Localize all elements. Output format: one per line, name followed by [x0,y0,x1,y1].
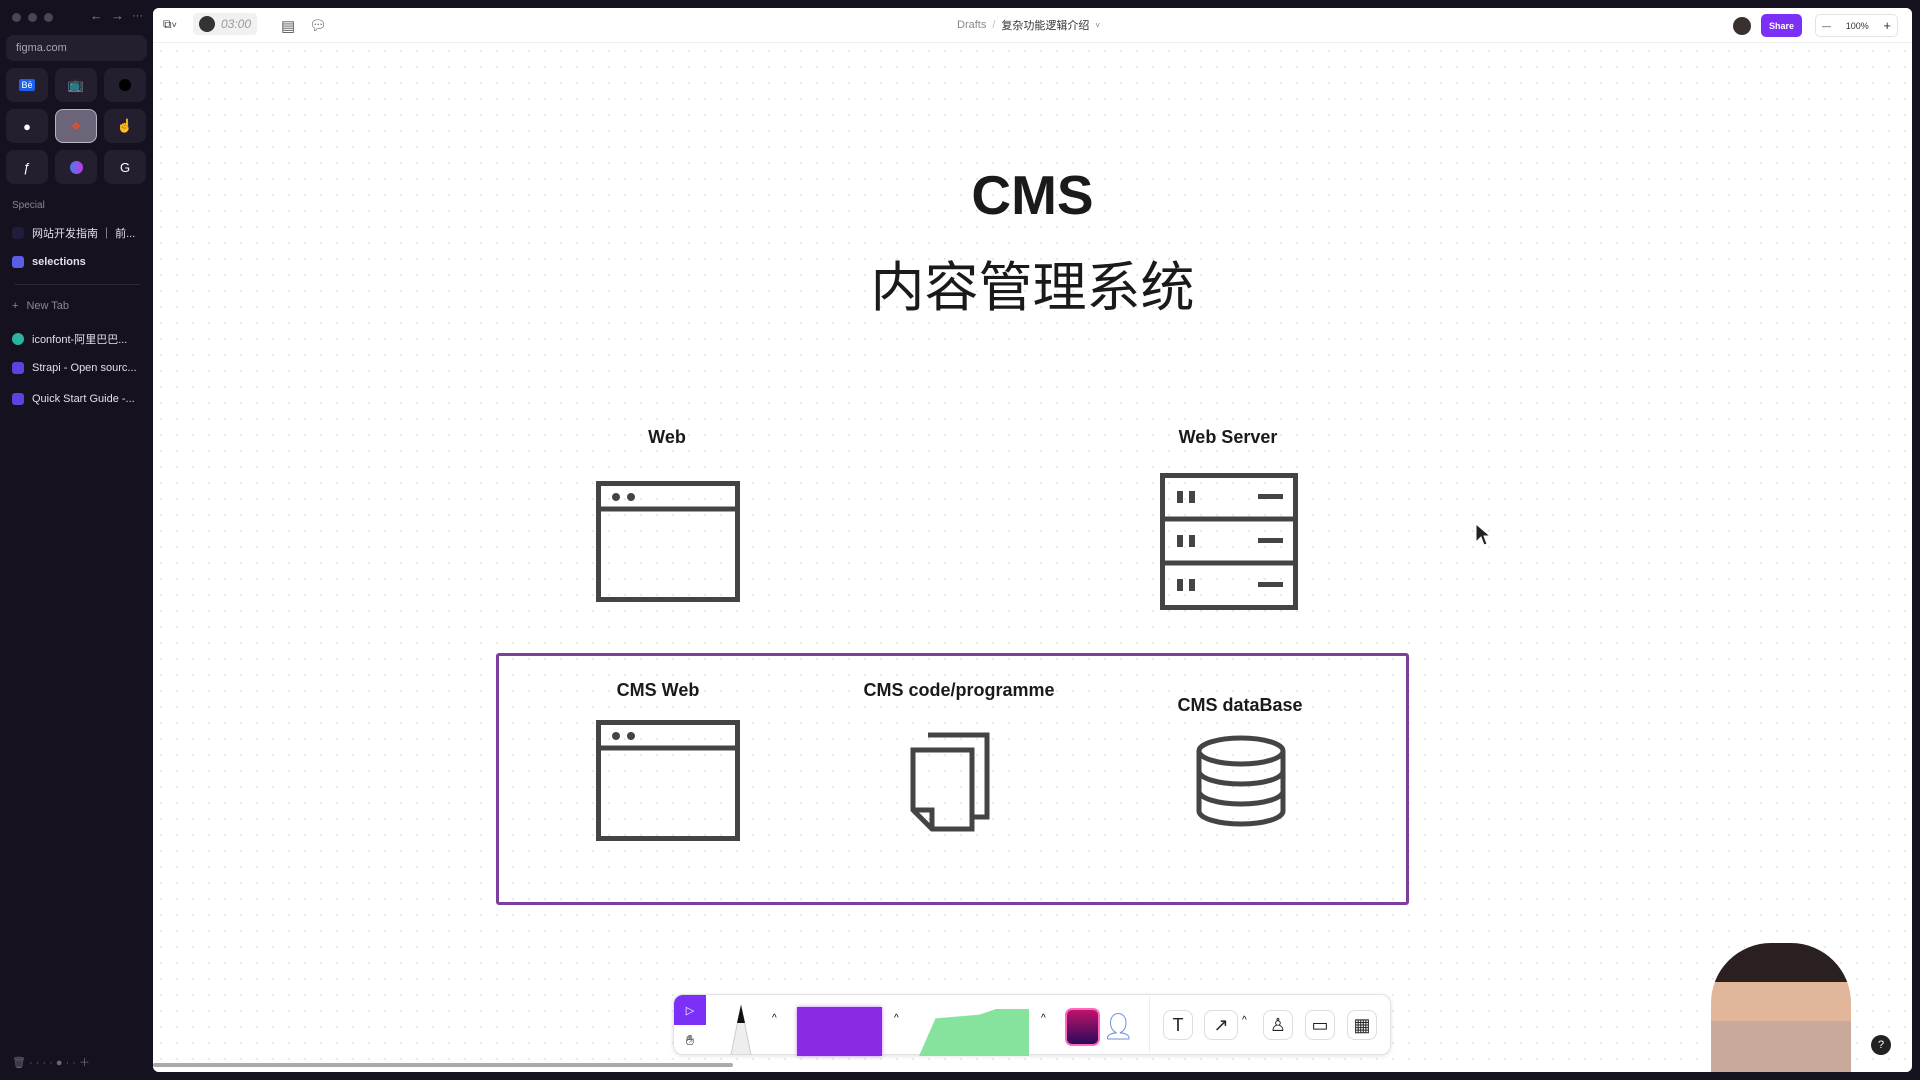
new-tab-button[interactable]: + New Tab [12,300,69,312]
people-tool-icon[interactable]: 👤︎ [1102,1011,1136,1041]
file-name[interactable]: 复杂功能逻辑介绍 [1001,20,1090,32]
canvas-title: CMS [971,164,1094,226]
favorite-framer[interactable]: ƒ [6,150,48,184]
tab-item[interactable]: Quick Start Guide -... [12,393,135,405]
help-button[interactable]: ? [1871,1035,1891,1055]
timer: 03:00 [221,17,252,31]
back-icon[interactable]: ← [90,8,103,23]
more-icon[interactable]: ··· [132,10,143,22]
tab-item[interactable]: Strapi - Open sourc... [12,362,137,374]
shape-tool-icon[interactable] [797,1007,882,1056]
text-tool-icon[interactable]: T [1163,1010,1193,1040]
favorite-google[interactable]: G [104,150,146,184]
browser-sidebar: ← → ··· figma.com Bē 📺 ● ❖ ☝ ƒ G Special… [0,0,153,1080]
chevron-up-icon[interactable]: ^ [1041,1013,1046,1024]
favorites-grid: Bē 📺 ● ❖ ☝ ƒ G [6,68,146,184]
breadcrumb: Drafts/复杂功能逻辑介绍˅ [957,19,1101,32]
folder-selections[interactable]: selections [12,256,86,268]
user-avatar[interactable] [1733,17,1751,35]
horizontal-scrollbar[interactable] [153,1063,733,1067]
sidebar-footer-icons[interactable]: 🗑 · · · · ● · · ＋ [12,1057,91,1069]
iconfont-icon [12,333,24,345]
figma-toolbar: ⧉˅ 03:00 ▤ 💬︎ Drafts/复杂功能逻辑介绍˅ Share —10… [153,8,1912,43]
database-icon[interactable] [1195,735,1287,827]
favorite-pointer[interactable]: ☝ [104,109,146,143]
favorite-dot[interactable] [104,68,146,102]
section-label: Special [12,200,45,211]
favorite-bilibili[interactable]: 📺 [55,68,97,102]
figma-window: ⧉˅ 03:00 ▤ 💬︎ Drafts/复杂功能逻辑介绍˅ Share —10… [153,8,1912,1072]
divider [14,284,140,285]
move-tool-icon[interactable]: ▷ [674,995,706,1025]
chevron-down-icon: ˅ [171,19,177,30]
tab-label: selections [32,256,86,268]
plus-icon: + [12,300,19,312]
zoom-out-button[interactable]: — [1822,20,1831,31]
stamp-widget-icon[interactable] [1065,1008,1100,1046]
hand-tool-icon[interactable]: ✋︎ [686,1031,694,1048]
zoom-in-button[interactable]: + [1883,18,1891,33]
zoom-control: — 100% + [1815,14,1898,37]
strapi-icon [12,362,24,374]
share-button[interactable]: Share [1761,14,1802,37]
tab-label: Quick Start Guide -... [32,393,135,405]
chevron-up-icon[interactable]: ^ [1242,1015,1247,1026]
folder-icon [12,256,24,268]
bottom-toolbar: ▷ ✋︎ ^ ^ ^ 👤︎ T ↗ ^ ♙ ▭ ▦ [673,994,1391,1056]
forward-icon[interactable]: → [111,8,124,23]
pencil-tool-icon[interactable] [726,1003,756,1055]
layout-icon[interactable]: ▤ [281,18,296,35]
node-label-cms-web: CMS Web [616,680,700,700]
cms-group-frame[interactable] [496,653,1409,905]
chevron-up-icon[interactable]: ^ [772,1013,777,1024]
browser-window-icon[interactable] [596,720,740,841]
avatar [199,16,215,32]
section-tool-icon[interactable]: ▭ [1305,1010,1335,1040]
node-label-web: Web [648,427,686,447]
comment-icon[interactable]: 💬︎ [309,17,327,33]
favorite-behance[interactable]: Bē [6,68,48,102]
chevron-down-icon[interactable]: ˅ [1095,20,1101,30]
tab-label: iconfont-阿里巴巴... [32,334,128,346]
documents-icon[interactable] [910,732,990,832]
canvas[interactable]: CMS 内容管理系统 Web Web Server CMS Web CMS co… [153,43,1912,1072]
url-bar[interactable]: figma.com [6,35,147,61]
mouse-cursor-icon [1475,523,1491,546]
canvas-subtitle: 内容管理系统 [870,258,1195,318]
browser-window-icon[interactable] [596,481,740,602]
node-label-cms-database: CMS dataBase [1177,695,1303,715]
timer-widget[interactable]: 03:00 [193,13,258,35]
chevron-up-icon[interactable]: ^ [894,1013,899,1024]
webcam-overlay [1711,943,1851,1072]
tab-pinned[interactable]: 网站开发指南 ｜ 前... [12,225,135,241]
favorite-arc[interactable] [55,150,97,184]
breadcrumb-drafts[interactable]: Drafts [957,19,987,31]
stamp-tool-icon[interactable]: ♙ [1263,1010,1293,1040]
connector-tool-icon[interactable]: ↗ [1204,1010,1238,1040]
tab-label: Strapi - Open sourc... [32,362,137,374]
table-tool-icon[interactable]: ▦ [1347,1010,1377,1040]
new-tab-label: New Tab [26,300,70,312]
zoom-level[interactable]: 100% [1845,20,1869,31]
favorite-github[interactable]: ● [6,109,48,143]
node-label-cms-code: CMS code/programme [863,680,1055,700]
strapi-icon [12,393,24,405]
favorite-figma[interactable]: ❖ [55,109,97,143]
node-label-web-server: Web Server [1178,427,1278,447]
server-icon[interactable] [1160,473,1298,610]
site-icon [12,227,24,239]
window-controls[interactable] [12,13,53,22]
sticky-note-tool-icon[interactable] [919,1009,1029,1056]
tab-item[interactable]: iconfont-阿里巴巴... [12,331,127,347]
tab-label: 网站开发指南 ｜ 前... [32,228,136,240]
figma-logo-icon: ⧉ [163,17,172,31]
figma-menu-button[interactable]: ⧉˅ [163,17,177,32]
